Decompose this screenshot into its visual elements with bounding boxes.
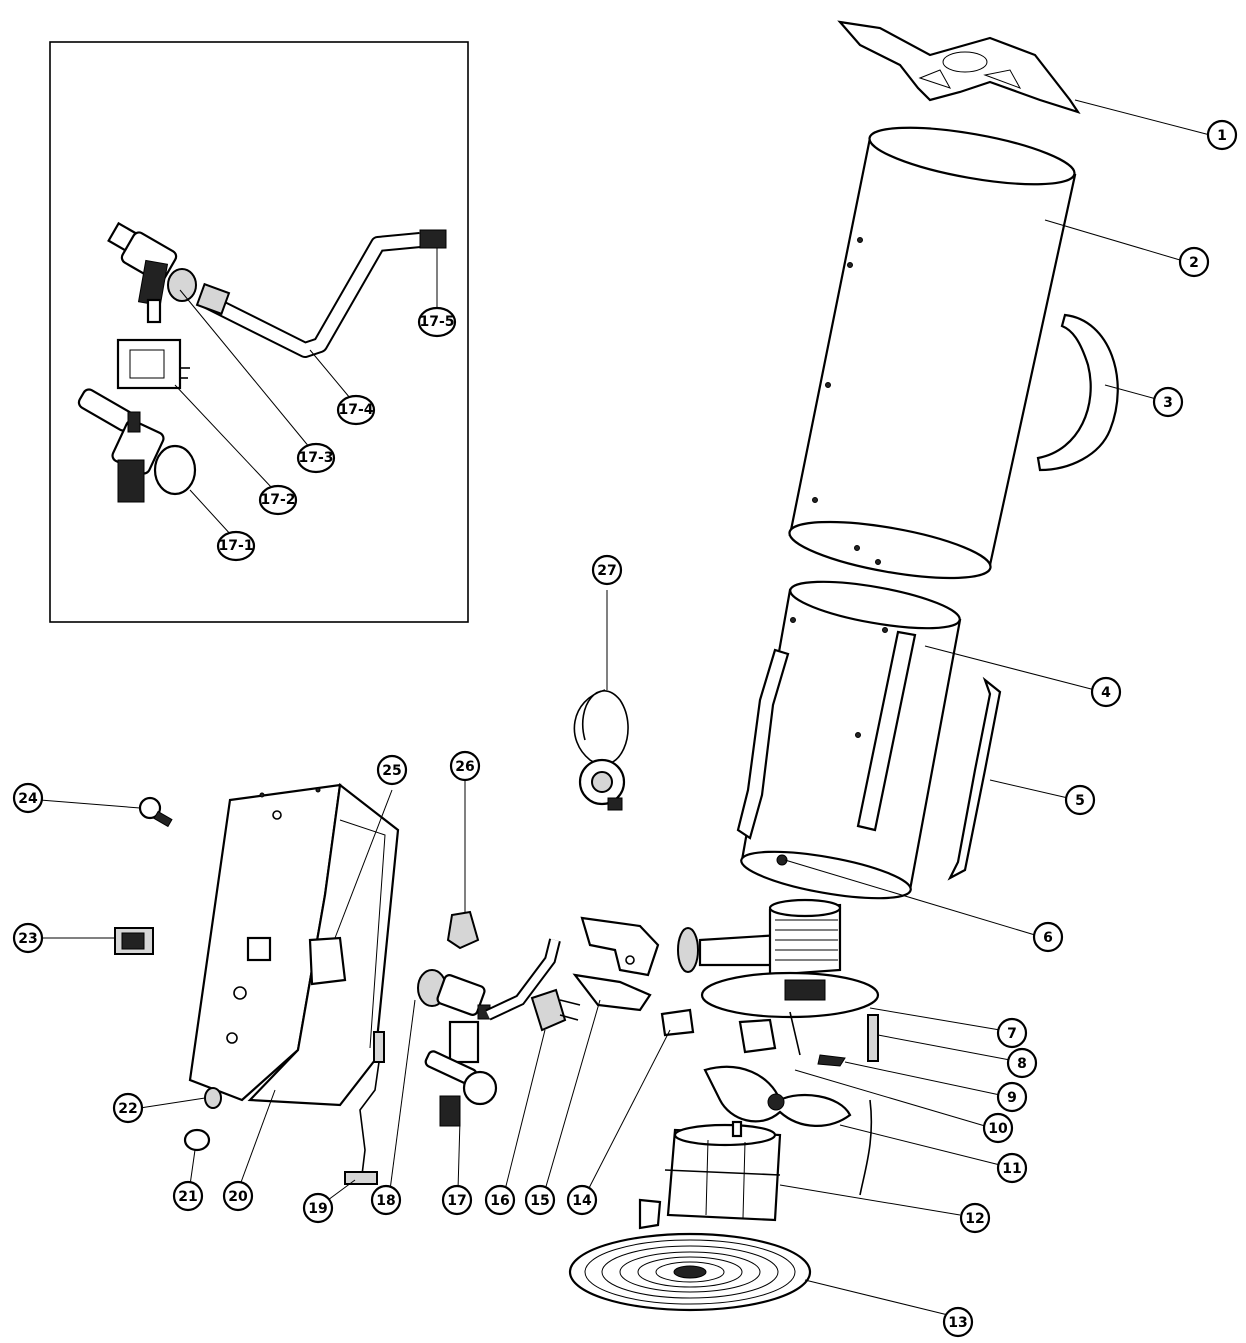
callout-23: 23 — [12, 922, 44, 954]
callout-label-6: 6 — [1043, 930, 1053, 946]
callout-1: 1 — [1206, 119, 1238, 151]
callout-4: 4 — [1090, 676, 1122, 708]
callout-label-21: 21 — [178, 1189, 197, 1205]
part-17-4-pipe — [195, 229, 447, 358]
part-7-burner — [677, 898, 880, 1019]
callout-11: 11 — [996, 1152, 1028, 1184]
callout-5: 5 — [1064, 784, 1096, 816]
callout-label-2: 2 — [1189, 255, 1199, 271]
callout-17-5: 17-5 — [417, 306, 457, 338]
part-19-thermocouple — [344, 1031, 385, 1185]
callout-label-24: 24 — [18, 791, 38, 807]
callout-label-8: 8 — [1017, 1056, 1027, 1072]
callout-21: 21 — [172, 1180, 204, 1212]
callout-17-2: 17-2 — [258, 484, 298, 516]
callout-20: 20 — [222, 1180, 254, 1212]
callout-2: 2 — [1178, 246, 1210, 278]
callout-label-5: 5 — [1075, 793, 1085, 809]
callout-19: 19 — [302, 1192, 334, 1224]
part-23-switch — [114, 927, 154, 955]
callout-17: 17 — [441, 1184, 473, 1216]
callout-label-23: 23 — [18, 931, 37, 947]
callout-label-17-5: 17-5 — [419, 314, 454, 330]
callout-6: 6 — [1032, 921, 1064, 953]
part-20-control-housing — [188, 782, 400, 1107]
part-21-cap — [183, 1128, 211, 1152]
callout-label-17-1: 17-1 — [218, 538, 253, 554]
callout-label-17-4: 17-4 — [338, 402, 373, 418]
callout-17-1: 17-1 — [216, 530, 256, 562]
callout-label-26: 26 — [455, 759, 474, 775]
callout-label-19: 19 — [308, 1201, 327, 1217]
callout-16: 16 — [484, 1184, 516, 1216]
part-17-valve-assembly — [424, 938, 561, 1127]
callout-label-18: 18 — [376, 1193, 395, 1209]
callout-label-25: 25 — [382, 763, 401, 779]
part-26-knob — [446, 910, 480, 950]
part-2-outer-shell — [788, 126, 1077, 580]
part-17-2-bracket — [116, 338, 190, 390]
callout-label-3: 3 — [1163, 395, 1173, 411]
callout-22: 22 — [112, 1092, 144, 1124]
part-9-limit-switch — [817, 1054, 846, 1067]
callout-18: 18 — [370, 1184, 402, 1216]
callout-24: 24 — [12, 782, 44, 814]
callout-27: 27 — [591, 554, 623, 586]
part-16-ignitor — [530, 988, 581, 1032]
callout-label-10: 10 — [988, 1121, 1008, 1137]
callout-label-17: 17 — [447, 1193, 466, 1209]
callout-12: 12 — [959, 1202, 991, 1234]
callout-label-15: 15 — [530, 1193, 549, 1209]
callout-label-13: 13 — [948, 1315, 967, 1331]
inset-valve-detail — [49, 41, 469, 623]
callout-8: 8 — [1006, 1047, 1038, 1079]
part-13-fan-guard — [568, 1198, 812, 1312]
callout-label-14: 14 — [572, 1193, 592, 1209]
part-1-top-cover — [837, 20, 1081, 114]
callout-13: 13 — [942, 1306, 974, 1338]
callout-label-22: 22 — [118, 1101, 137, 1117]
callout-14: 14 — [566, 1184, 598, 1216]
callout-label-17-3: 17-3 — [298, 450, 333, 466]
callout-label-9: 9 — [1007, 1090, 1017, 1106]
part-14-plate — [660, 1008, 695, 1037]
callout-10: 10 — [982, 1112, 1014, 1144]
callout-label-1: 1 — [1217, 128, 1227, 144]
callout-9: 9 — [996, 1081, 1028, 1113]
part-24-screw — [138, 796, 173, 828]
callout-label-12: 12 — [965, 1211, 984, 1227]
part-27-hose — [573, 689, 629, 811]
callout-label-17-2: 17-2 — [260, 492, 295, 508]
callout-3: 3 — [1152, 386, 1184, 418]
callout-26: 26 — [449, 750, 481, 782]
callout-25: 25 — [376, 754, 408, 786]
part-12-motor — [664, 1120, 782, 1222]
part-3-handle — [1036, 313, 1119, 472]
callout-label-4: 4 — [1101, 685, 1111, 701]
part-22-nut — [204, 1087, 222, 1109]
part-11-fan-blade — [703, 1065, 852, 1127]
callout-7: 7 — [996, 1017, 1028, 1049]
callout-17-4: 17-4 — [336, 394, 376, 426]
part-5-side-brackets — [736, 648, 1002, 881]
callout-label-27: 27 — [597, 563, 616, 579]
part-10-electrode — [738, 1011, 801, 1056]
part-18-gas-valve — [417, 969, 491, 1020]
part-4-inner-shell — [740, 580, 962, 900]
callout-label-20: 20 — [228, 1189, 248, 1205]
callout-label-11: 11 — [1002, 1161, 1021, 1177]
callout-17-3: 17-3 — [296, 442, 336, 474]
part-17-3-valve-upper — [107, 221, 197, 324]
callout-label-16: 16 — [490, 1193, 509, 1209]
part-15-burner-bracket — [572, 916, 660, 1012]
callout-15: 15 — [524, 1184, 556, 1216]
part-17-1-valve-lower — [77, 388, 197, 503]
part-8-thermostat-probe — [867, 1014, 879, 1062]
callout-label-7: 7 — [1007, 1026, 1017, 1042]
